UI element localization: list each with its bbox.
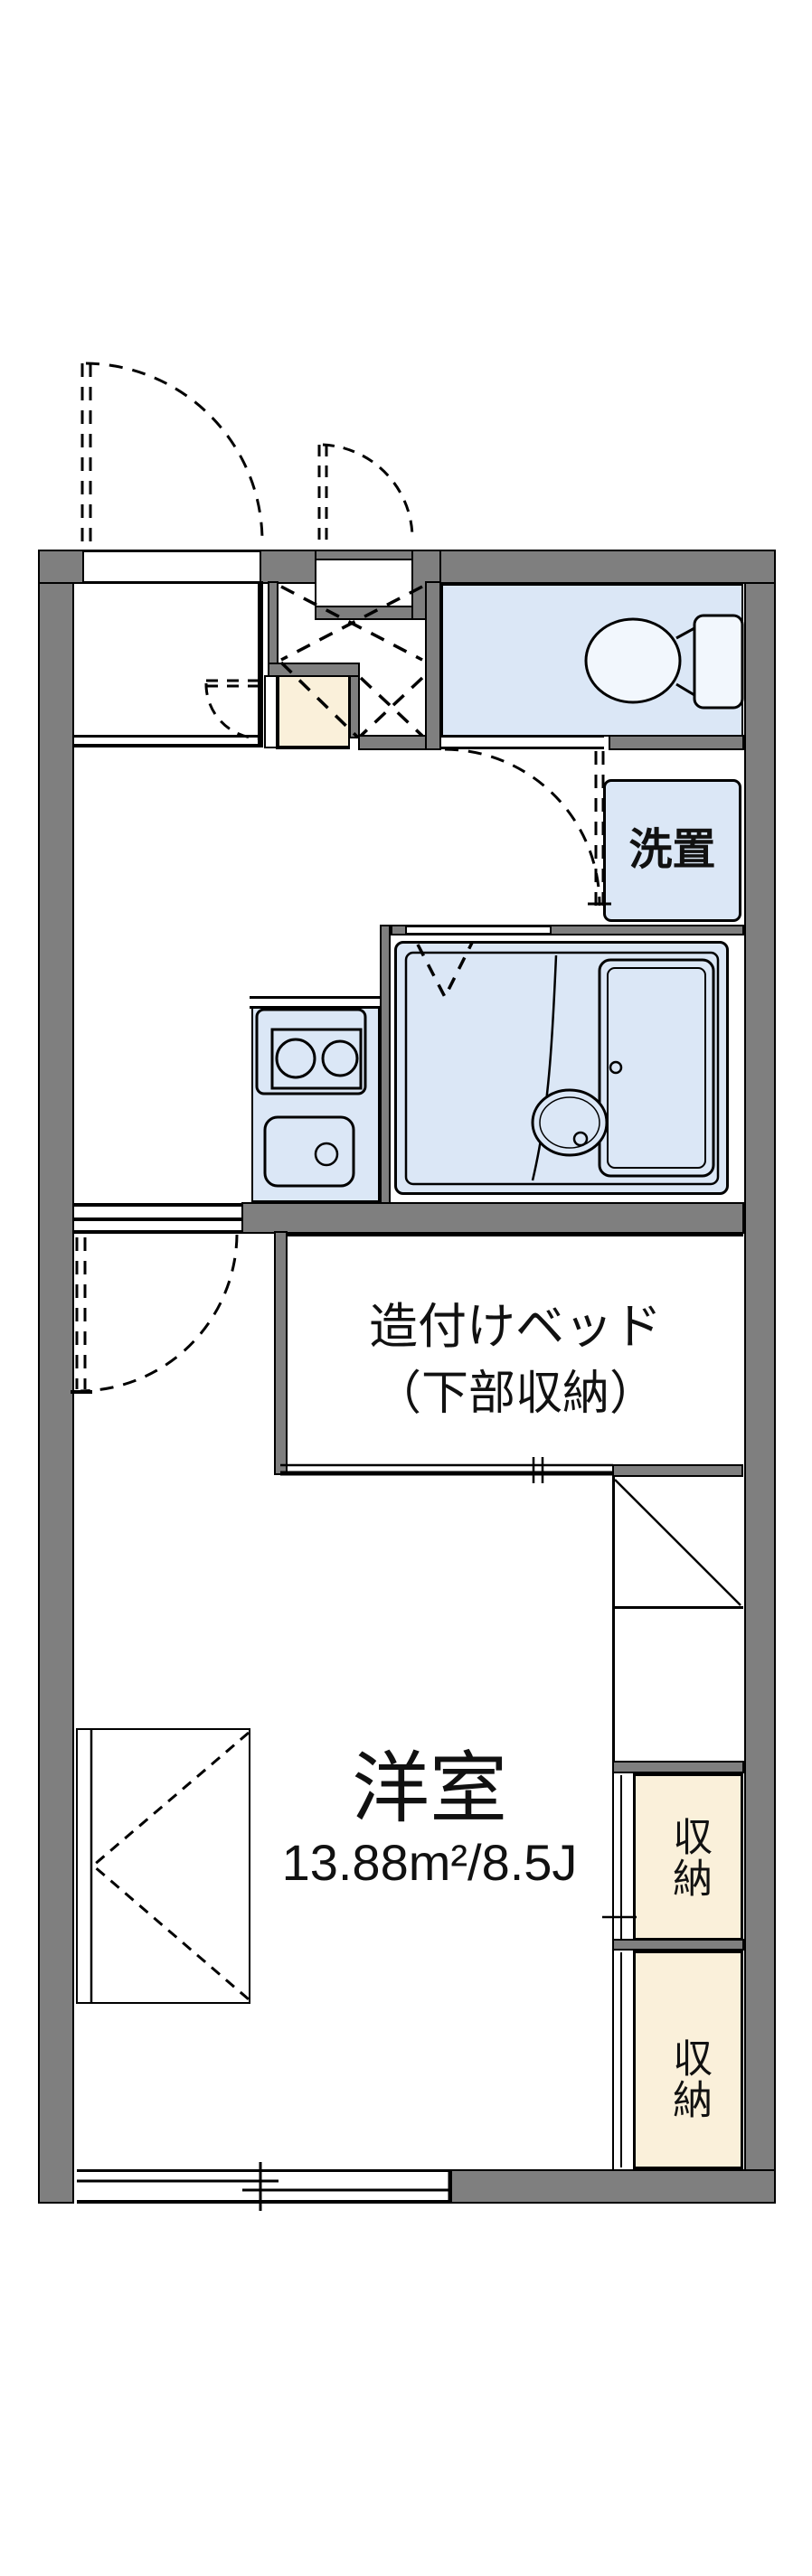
kitchen-unit <box>251 1007 380 1202</box>
washroom-bath-wall <box>550 925 744 935</box>
window-opening-line-top <box>77 2169 450 2172</box>
shoe-storage-wall-right <box>425 581 441 750</box>
entrance-opening-inner-line <box>84 581 260 584</box>
outer-wall-top-mid <box>260 550 316 584</box>
niche-door-icon <box>317 443 414 542</box>
bath-door-jamb <box>391 925 407 935</box>
outer-wall-right <box>744 550 776 2204</box>
passage-line-a <box>74 1203 241 1207</box>
bed-box <box>288 1234 743 1466</box>
entrance-door-icon <box>80 362 264 544</box>
bay-window-unit <box>76 1728 250 2004</box>
entrance-opening-outer-line <box>84 550 260 552</box>
left-room-bottom-line-b <box>74 744 262 747</box>
toilet-door-icon <box>444 747 605 907</box>
shoe-storage-wall-mid <box>268 663 360 677</box>
bed-label-line2: （下部収納） <box>373 1367 656 1420</box>
passage-line-c <box>74 1230 241 1234</box>
outer-wall-top-corner <box>38 550 84 584</box>
room-area-label: 13.88m²/8.5J <box>281 1833 578 1891</box>
bath-opening-line-a <box>407 925 550 927</box>
closet-sliding-doors <box>602 1773 637 2169</box>
left-room-bottom-line-a <box>74 735 262 738</box>
washer-space-box <box>603 779 741 922</box>
appliance-space-box <box>612 1609 743 1763</box>
kitchen-right-wall <box>380 925 391 1204</box>
bathroom-unit <box>394 941 729 1195</box>
bed-bottom-right-wall <box>612 1464 743 1477</box>
kitchen-room-divider-wall <box>241 1202 744 1234</box>
storage-closet-bottom <box>633 1951 743 2169</box>
outer-wall-bottom <box>450 2169 776 2204</box>
toilet-room <box>441 584 743 737</box>
corner-shelf-diagonal-box <box>612 1477 743 1609</box>
genkan-bottom-line <box>276 746 350 749</box>
storage-top-label: 収納 <box>666 1816 712 1899</box>
washer-space-label: 洗置 <box>628 825 716 874</box>
window-opening-line-bottom <box>77 2200 450 2204</box>
room-name-label: 洋室 <box>352 1745 507 1833</box>
genkan-door-strip <box>264 675 278 748</box>
shoe-storage-wall-bottom <box>358 735 427 750</box>
closet-divider-top <box>612 1761 744 1773</box>
outer-wall-top-right <box>439 550 776 584</box>
toilet-opening-line-a <box>441 735 604 738</box>
genkan-entry-floor <box>278 675 350 748</box>
outer-wall-left <box>38 550 74 2204</box>
passage-line-b <box>74 1217 241 1221</box>
toilet-opening-line-b <box>441 747 604 749</box>
bed-left-wall <box>274 1231 288 1475</box>
bed-label-line1: 造付けベッド <box>369 1299 662 1354</box>
shoe-storage-wall-inner <box>349 675 360 738</box>
toilet-bottom-wall <box>609 735 744 750</box>
left-room-door-icon <box>204 679 261 740</box>
niche-storage-box <box>315 559 413 609</box>
niche-wall-floor <box>315 606 413 620</box>
left-room-right-wall <box>258 581 263 747</box>
bath-opening-line-b <box>407 933 550 935</box>
storage-bottom-label: 収納 <box>666 2037 712 2120</box>
niche-wall-top <box>315 550 413 560</box>
closet-divider-mid <box>612 1939 744 1951</box>
main-room-door-icon <box>75 1234 239 1393</box>
